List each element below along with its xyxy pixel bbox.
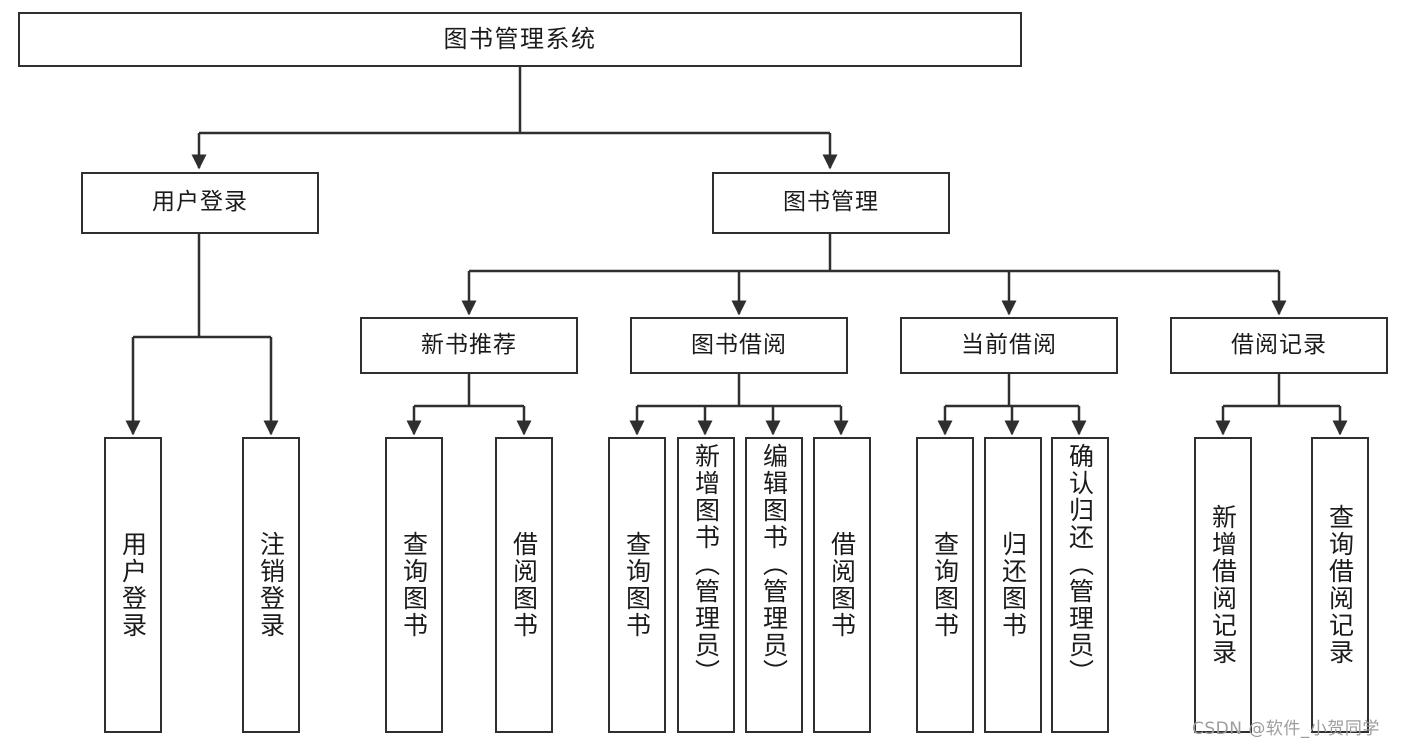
leaf-current-return-book[interactable]: 归还图书 [984,437,1042,733]
leaf-user-login[interactable]: 用户登录 [104,437,162,733]
node-label: 借阅图书 [827,531,857,639]
node-label: 新增借阅记录 [1208,504,1238,666]
node-label: 借阅记录 [1231,331,1327,358]
node-book-management[interactable]: 图书管理 [712,172,950,234]
node-label: 编辑图书（管理员） [759,443,789,686]
node-user-login[interactable]: 用户登录 [81,172,319,234]
node-label: 新增图书（管理员） [691,443,721,686]
leaf-borrow-add-book-admin[interactable]: 新增图书（管理员） [677,437,735,733]
node-label: 图书借阅 [691,331,787,358]
node-label: 用户登录 [118,531,148,639]
node-label: 注销登录 [256,531,286,639]
node-book-borrow[interactable]: 图书借阅 [630,317,848,374]
node-current-borrow[interactable]: 当前借阅 [900,317,1118,374]
node-label: 新书推荐 [421,331,517,358]
node-label: 查询图书 [399,531,429,639]
node-label: 当前借阅 [961,331,1057,358]
node-label: 查询图书 [622,531,652,639]
node-label: 归还图书 [998,531,1028,639]
leaf-record-add[interactable]: 新增借阅记录 [1194,437,1252,733]
node-label: 图书管理 [783,189,879,216]
leaf-current-confirm-return-admin[interactable]: 确认归还（管理员） [1051,437,1109,733]
leaf-new-book-query[interactable]: 查询图书 [385,437,443,733]
node-label: 查询图书 [930,531,960,639]
node-label: 查询借阅记录 [1325,504,1355,666]
csdn-watermark: CSDN @软件_小贺同学 [1192,719,1380,739]
leaf-new-book-borrow[interactable]: 借阅图书 [495,437,553,733]
node-label: 确认归还（管理员） [1065,443,1095,686]
node-label: 图书管理系统 [443,25,597,54]
leaf-current-query-book[interactable]: 查询图书 [916,437,974,733]
node-new-book-recommendation[interactable]: 新书推荐 [360,317,578,374]
node-root-book-management-system[interactable]: 图书管理系统 [18,12,1022,67]
leaf-logout[interactable]: 注销登录 [242,437,300,733]
node-label: 用户登录 [152,189,248,216]
leaf-borrow-query-book[interactable]: 查询图书 [608,437,666,733]
leaf-borrow-edit-book-admin[interactable]: 编辑图书（管理员） [745,437,803,733]
node-borrow-record[interactable]: 借阅记录 [1170,317,1388,374]
leaf-record-search[interactable]: 查询借阅记录 [1311,437,1369,733]
leaf-borrow-borrow-book[interactable]: 借阅图书 [813,437,871,733]
node-label: 借阅图书 [509,531,539,639]
